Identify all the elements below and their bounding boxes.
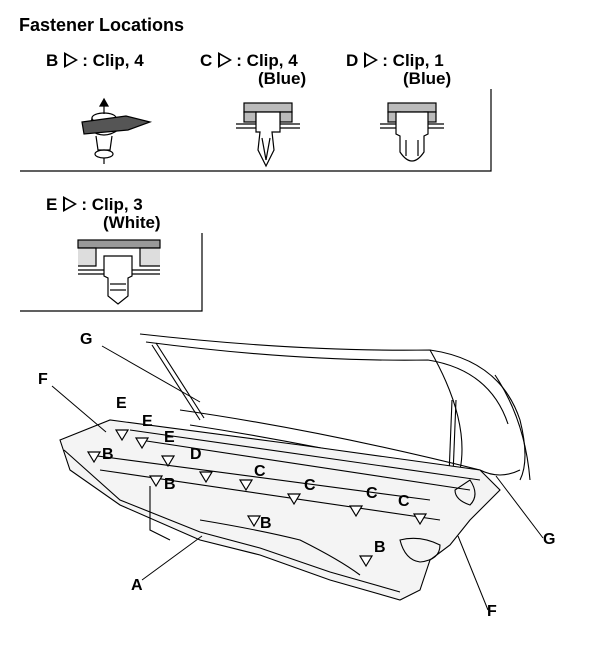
page-title: Fastener Locations: [19, 15, 185, 35]
callout-c-1: C: [254, 463, 266, 480]
fastener-markers: [86, 429, 428, 568]
marker-triangle-icon: [86, 451, 102, 464]
clip-b-icon: [81, 97, 153, 164]
callout-a: A: [131, 577, 143, 594]
marker-triangle-icon: [238, 479, 254, 492]
legend-text-d: : Clip, 1: [382, 51, 444, 70]
callout-e-1: E: [116, 395, 127, 412]
marker-triangle-icon: [134, 437, 150, 450]
callout-c-3: C: [366, 485, 378, 502]
fastener-triangle-icon: [218, 52, 233, 68]
marker-triangle-icon: [246, 515, 262, 528]
fastener-triangle-icon: [64, 52, 79, 68]
legend-text-e: : Clip, 3: [81, 195, 143, 214]
callout-b-4: B: [374, 539, 386, 556]
callout-b-3: B: [260, 515, 272, 532]
clip-d-icon: [380, 102, 444, 162]
legend-item-d: D : Clip, 1: [346, 52, 444, 69]
callout-f-right: F: [487, 603, 497, 620]
legend-letter-e: E: [46, 195, 58, 214]
marker-triangle-icon: [148, 475, 164, 488]
callout-g-upper: G: [80, 331, 93, 348]
marker-triangle-icon: [198, 471, 214, 484]
marker-triangle-icon: [160, 455, 176, 468]
marker-triangle-icon: [286, 493, 302, 506]
legend-letter-c: C: [200, 51, 213, 70]
clip-e-icon: [77, 239, 161, 305]
callout-e-2: E: [142, 413, 153, 430]
legend-text-c: : Clip, 4: [236, 51, 298, 70]
callout-g-right: G: [543, 531, 556, 548]
callout-d-1: D: [190, 446, 202, 463]
callout-c-4: C: [398, 493, 410, 510]
callout-b-2: B: [164, 476, 176, 493]
marker-triangle-icon: [114, 429, 130, 442]
legend-item-b: B : Clip, 4: [46, 52, 144, 69]
marker-triangle-icon: [358, 555, 374, 568]
leader-lines: [51, 345, 544, 611]
legend-sub-d: (Blue): [403, 69, 452, 88]
legend-text-b: : Clip, 4: [82, 51, 144, 70]
marker-triangle-icon: [412, 513, 428, 526]
marker-triangle-icon: [348, 505, 364, 518]
legend-item-e: E : Clip, 3: [46, 196, 143, 213]
fastener-triangle-icon: [364, 52, 379, 68]
legend-letter-d: D: [346, 51, 359, 70]
fastener-triangle-icon: [63, 196, 78, 212]
legend-frame: [20, 89, 492, 312]
legend-letter-b: B: [46, 51, 59, 70]
callout-f-left: F: [38, 371, 48, 388]
legend-item-c: C : Clip, 4: [200, 52, 298, 69]
legend-sub-c: (Blue): [258, 69, 307, 88]
callout-b-1: B: [102, 446, 114, 463]
legend-sub-e: (White): [103, 213, 161, 232]
vehicle-body-illustration: [59, 333, 531, 601]
clip-c-icon: [236, 102, 300, 168]
callout-c-2: C: [304, 477, 316, 494]
callout-e-3: E: [164, 429, 175, 446]
